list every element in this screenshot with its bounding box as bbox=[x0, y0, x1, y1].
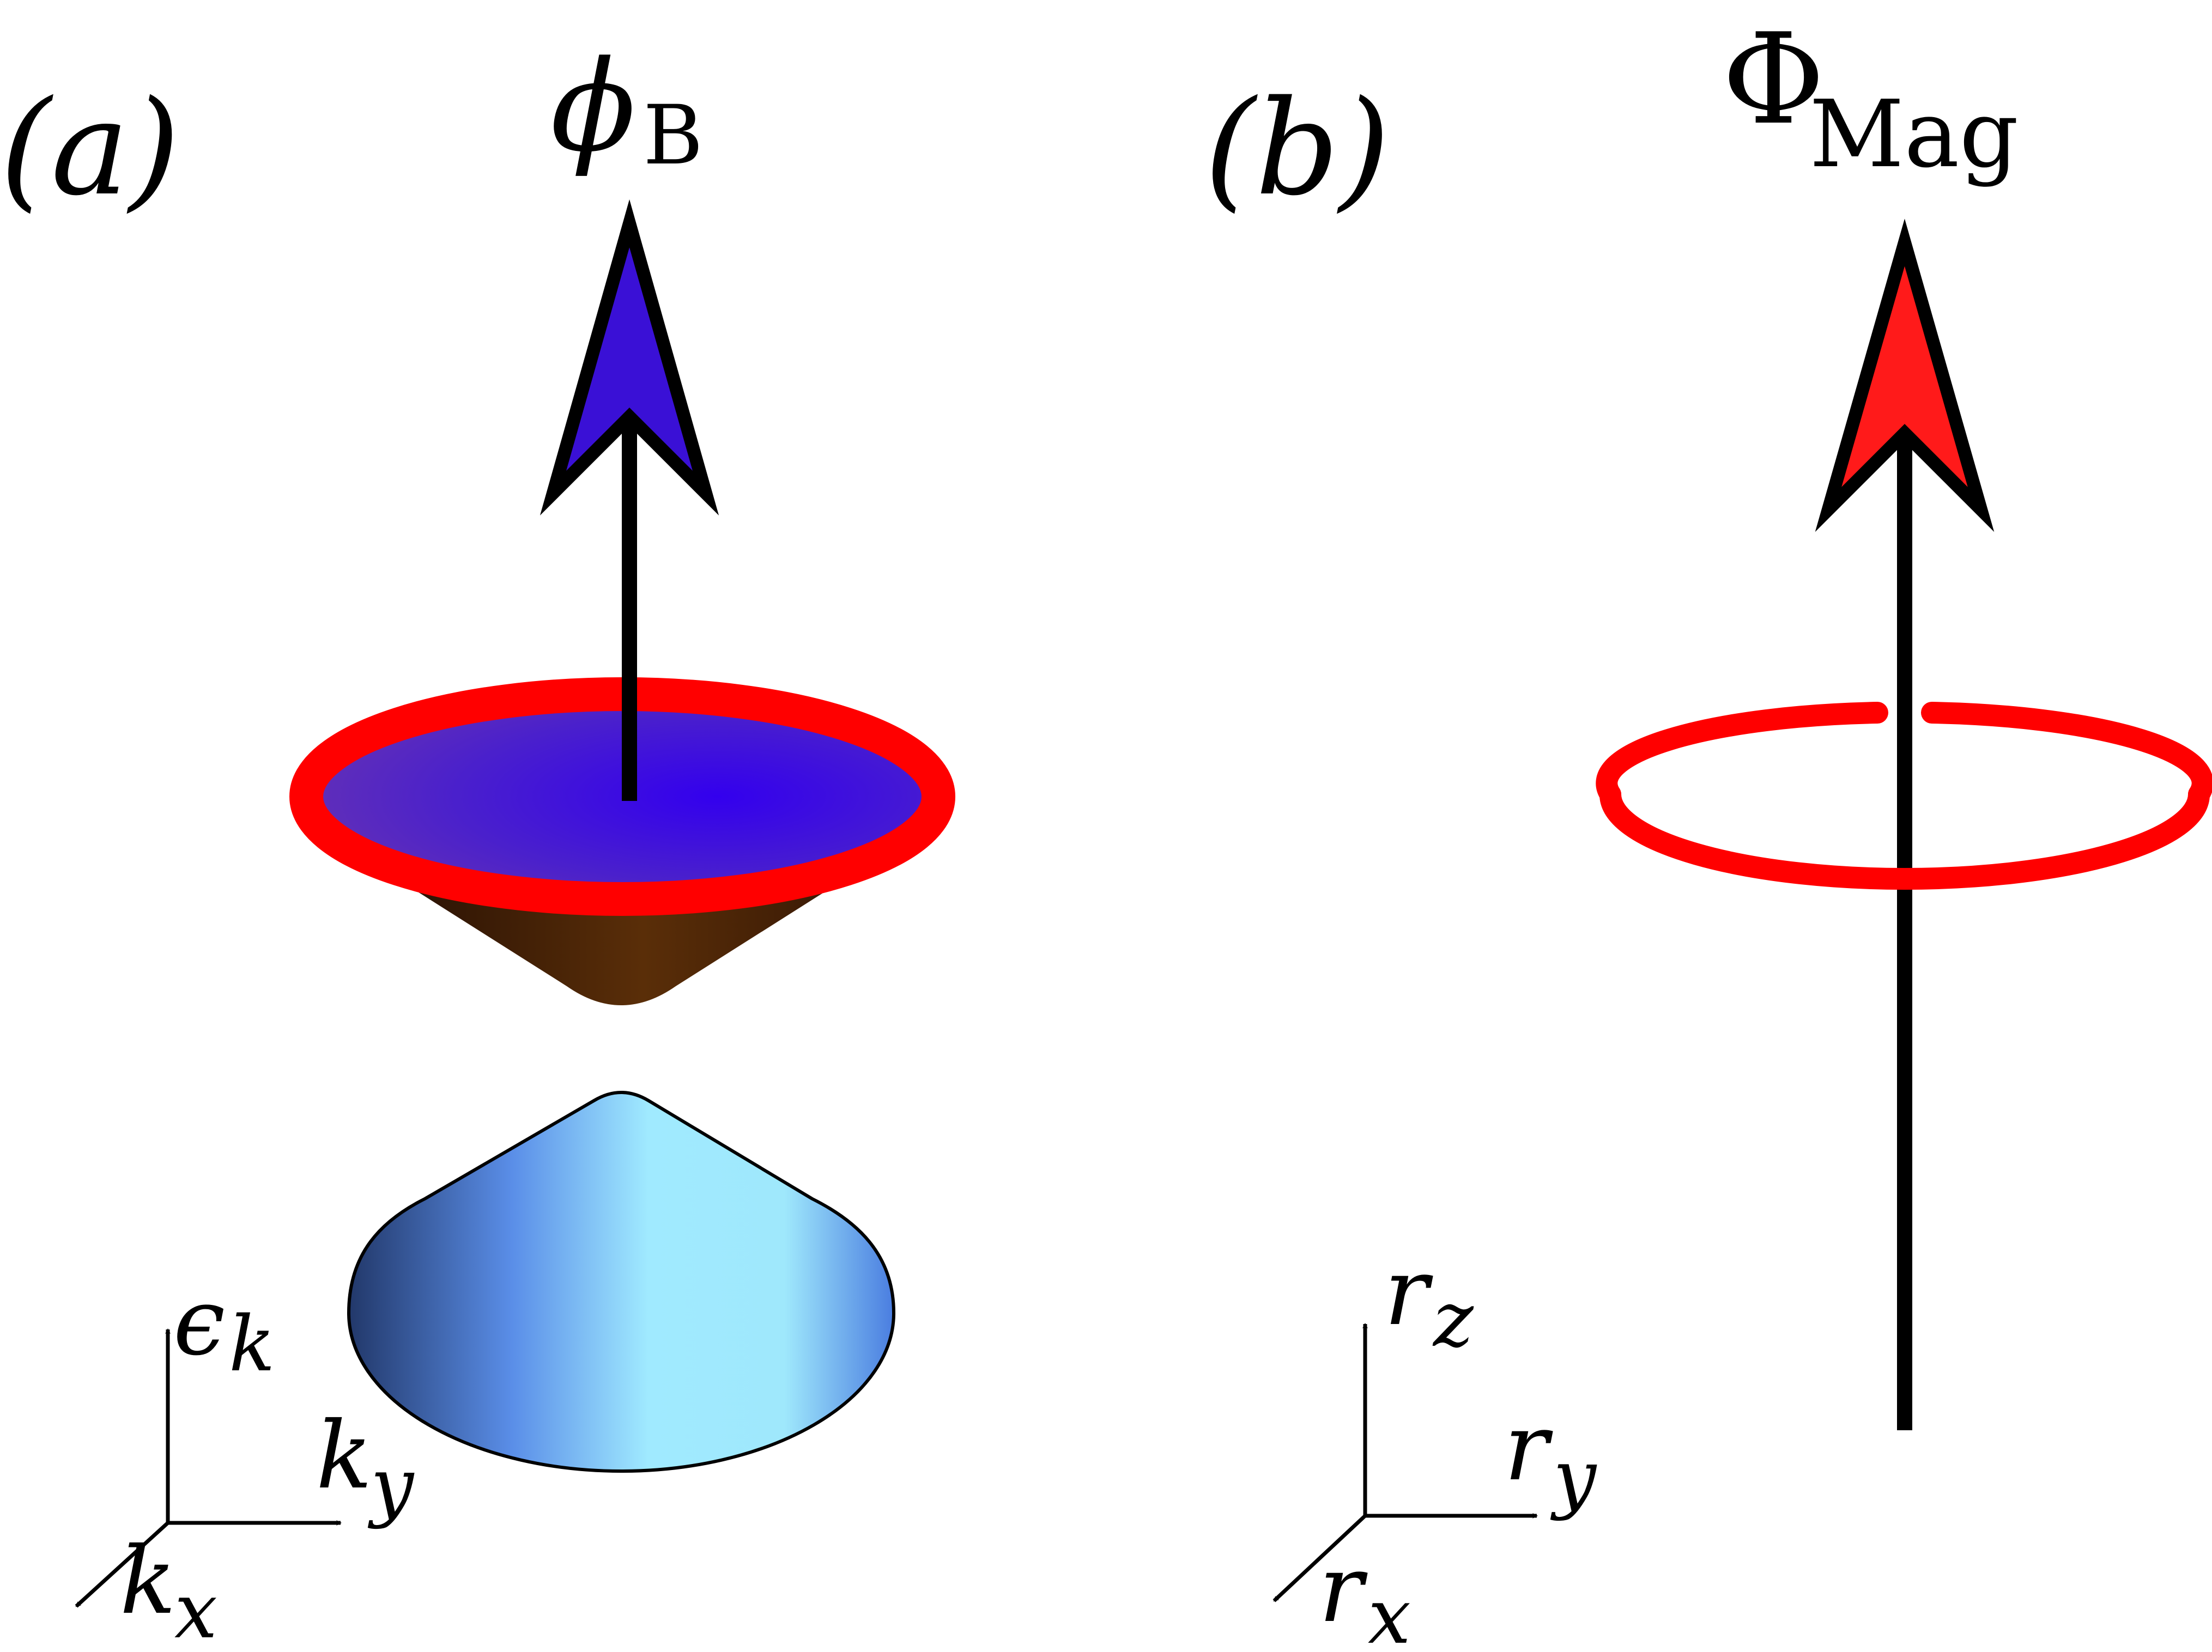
flux-arrow-a bbox=[540, 199, 719, 801]
svg-text:z: z bbox=[1432, 1276, 1474, 1364]
panel-a-label: (a) bbox=[0, 72, 180, 224]
svg-text:r: r bbox=[1384, 1238, 1433, 1346]
flux-subscript-mag: Mag bbox=[1809, 81, 2019, 189]
svg-text:y: y bbox=[367, 1442, 415, 1530]
svg-text:ϵ: ϵ bbox=[173, 1268, 225, 1376]
axis-label-epsilon-k: ϵ k bbox=[173, 1268, 275, 1389]
panel-a: (a) ϕ B ϵ k bbox=[0, 34, 955, 1652]
flux-symbol-phi-mag: Φ bbox=[1722, 7, 1825, 153]
red-ring-b-front bbox=[1599, 784, 2210, 890]
svg-text:k: k bbox=[120, 1527, 176, 1635]
flux-symbol-phi-b: ϕ bbox=[550, 34, 636, 180]
svg-text:y: y bbox=[1550, 1434, 1597, 1522]
axis-label-r-y: r y bbox=[1504, 1394, 1597, 1522]
upper-cone bbox=[403, 883, 839, 1005]
axis-label-k-x: k x bbox=[120, 1527, 217, 1652]
panel-b: (b) Φ Mag r z r y bbox=[1204, 7, 2212, 1652]
axis-label-k-y: k y bbox=[316, 1402, 415, 1530]
svg-text:k: k bbox=[229, 1300, 275, 1389]
svg-text:k: k bbox=[316, 1402, 372, 1510]
panel-a-flux-title: ϕ B bbox=[550, 34, 703, 183]
panel-b-label: (b) bbox=[1204, 72, 1390, 224]
axis-label-r-x: r x bbox=[1319, 1535, 1411, 1652]
svg-text:x: x bbox=[174, 1567, 217, 1652]
axis-label-r-z: r z bbox=[1384, 1238, 1474, 1364]
svg-text:r: r bbox=[1319, 1535, 1368, 1643]
lower-cone bbox=[347, 1091, 896, 1473]
axes-triad-a: ϵ k k y k x bbox=[75, 1268, 415, 1652]
panel-b-flux-title: Φ Mag bbox=[1722, 7, 2019, 189]
axes-triad-b: r z r y r x bbox=[1272, 1238, 1597, 1652]
svg-text:x: x bbox=[1368, 1572, 1411, 1652]
red-ring-b-back-left bbox=[1596, 702, 1888, 805]
red-ring-b-back-right bbox=[1921, 702, 2212, 805]
svg-text:r: r bbox=[1504, 1394, 1553, 1502]
flux-subscript-b: B bbox=[643, 88, 703, 183]
flux-arrow-b bbox=[1815, 218, 1995, 1430]
